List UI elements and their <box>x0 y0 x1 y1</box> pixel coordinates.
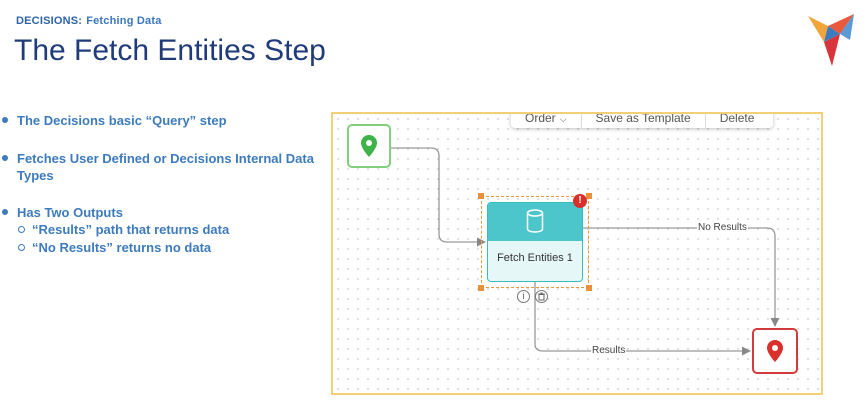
results-connector[interactable] <box>534 282 751 356</box>
step-toolbar: Order⌵ Save as Template Delete <box>511 112 773 128</box>
bullet-item: Fetches User Defined or Decisions Intern… <box>0 150 317 184</box>
decisions-logo-icon <box>808 14 854 66</box>
flow-designer-canvas[interactable]: Order⌵ Save as Template Delete Fetch Ent… <box>331 112 823 395</box>
database-icon <box>526 209 544 233</box>
section-breadcrumb: DECISIONS:Fetching Data <box>16 15 162 27</box>
delete-button[interactable]: Delete <box>719 112 755 125</box>
map-pin-icon <box>767 340 783 362</box>
bullet-dot <box>2 117 8 123</box>
page-title: The Fetch Entities Step <box>14 34 326 67</box>
start-connector[interactable] <box>391 147 486 247</box>
resize-handle[interactable] <box>586 193 592 199</box>
resize-handle[interactable] <box>478 193 484 199</box>
step-header <box>488 203 582 241</box>
sub-bullet-text: “No Results” returns no data <box>32 240 212 255</box>
step-label: Fetch Entities 1 <box>497 252 573 264</box>
sub-bullet-ring <box>18 226 25 233</box>
bullet-item: Has Two Outputs <box>0 204 123 221</box>
no-results-connector[interactable] <box>583 227 780 327</box>
sub-bullet-text: “Results” path that returns data <box>32 222 230 237</box>
bullet-text: Fetches User Defined or Decisions Intern… <box>17 151 314 183</box>
sub-bullet-item: “No Results” returns no data <box>17 239 211 256</box>
start-step[interactable] <box>347 124 391 168</box>
fetch-entities-step[interactable]: Fetch Entities 1 <box>487 202 583 282</box>
bullet-item: The Decisions basic “Query” step <box>0 112 227 129</box>
end-step[interactable] <box>752 328 798 374</box>
resize-handle[interactable] <box>478 285 484 291</box>
chevron-down-icon: ⌵ <box>559 114 567 124</box>
sub-bullet-item: “Results” path that returns data <box>17 221 229 238</box>
subsection-label: Fetching Data <box>86 15 162 27</box>
map-pin-icon <box>361 135 377 157</box>
bullet-dot <box>2 209 8 215</box>
no-results-edge-label: No Results <box>697 222 748 233</box>
order-menu-button[interactable]: Order⌵ <box>511 112 582 128</box>
flow-connectors <box>391 147 780 356</box>
results-edge-label: Results <box>591 345 627 356</box>
resize-handle[interactable] <box>586 285 592 291</box>
step-selection-outline <box>478 193 592 291</box>
info-icon[interactable]: i <box>517 290 530 303</box>
section-label: DECISIONS: <box>16 15 83 27</box>
sub-bullet-ring <box>18 244 25 251</box>
save-as-template-button[interactable]: Save as Template <box>582 114 706 128</box>
trash-icon[interactable] <box>535 290 548 303</box>
error-icon[interactable]: ! <box>573 194 587 208</box>
bullet-text: The Decisions basic “Query” step <box>17 113 227 128</box>
bullet-dot <box>2 155 8 161</box>
order-label: Order <box>525 112 556 125</box>
bullet-text: Has Two Outputs <box>17 205 123 220</box>
